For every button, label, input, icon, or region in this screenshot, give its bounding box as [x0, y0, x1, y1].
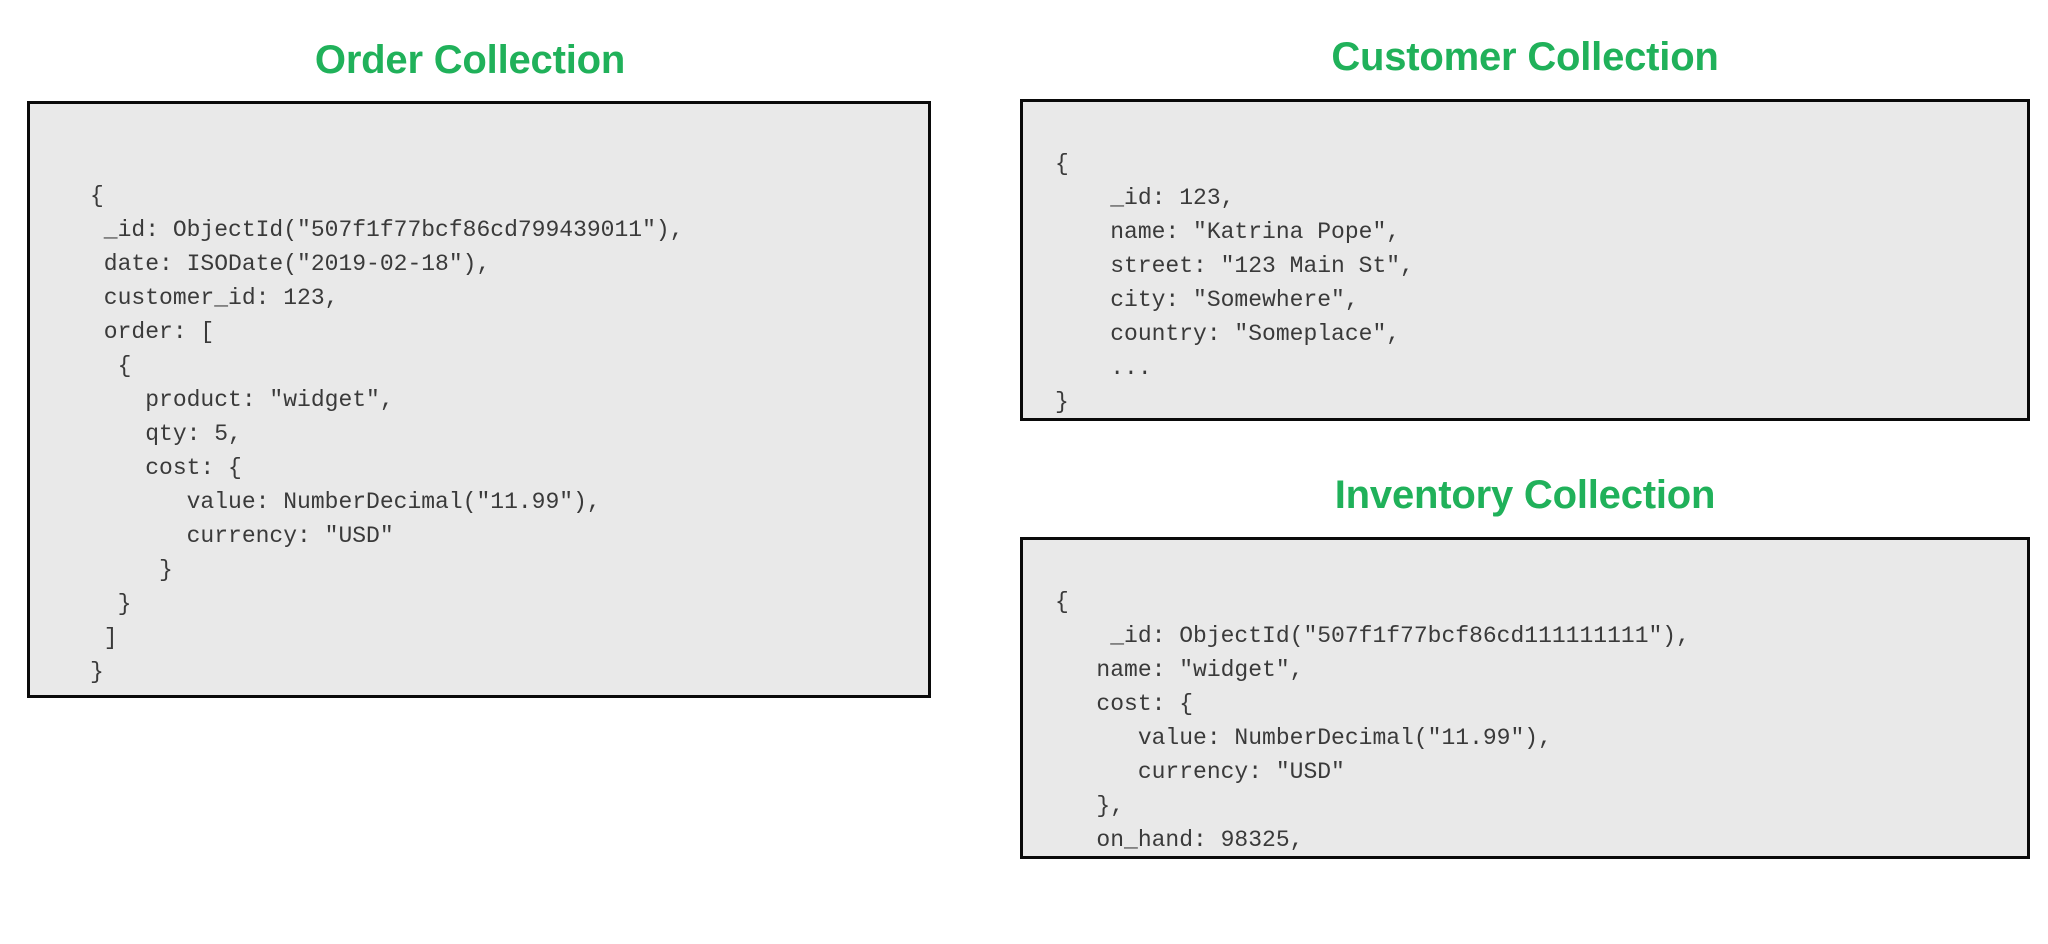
- customer-collection-panel: Customer Collection { _id: 123, name: "K…: [1020, 35, 2030, 421]
- inventory-collection-panel: Inventory Collection { _id: ObjectId("50…: [1020, 473, 2030, 859]
- customer-collection-code: { _id: 123, name: "Katrina Pope", street…: [1055, 151, 1414, 415]
- order-collection-code-box: { _id: ObjectId("507f1f77bcf86cd79943901…: [27, 101, 931, 698]
- order-collection-code: { _id: ObjectId("507f1f77bcf86cd79943901…: [90, 183, 684, 685]
- order-collection-title: Order Collection: [314, 38, 626, 82]
- inventory-collection-code: { _id: ObjectId("507f1f77bcf86cd11111111…: [1055, 589, 1690, 853]
- inventory-collection-code-box: { _id: ObjectId("507f1f77bcf86cd11111111…: [1020, 537, 2030, 859]
- customer-collection-code-box: { _id: 123, name: "Katrina Pope", street…: [1020, 99, 2030, 421]
- inventory-collection-title: Inventory Collection: [1334, 473, 1716, 517]
- order-collection-panel: Order Collection { _id: ObjectId("507f1f…: [27, 38, 931, 698]
- customer-collection-title: Customer Collection: [1331, 35, 1719, 79]
